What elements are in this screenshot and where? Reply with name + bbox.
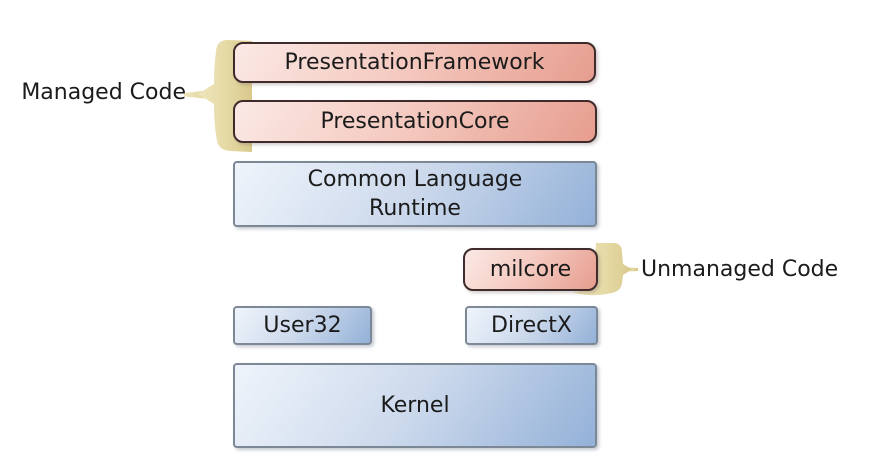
managed-code-label: Managed Code <box>21 80 186 105</box>
directx-box: DirectX <box>465 306 598 345</box>
user32-box: User32 <box>233 306 372 345</box>
presentation-framework-box: PresentationFramework <box>233 42 596 83</box>
common-language-runtime-box: Common Language Runtime <box>233 161 597 227</box>
milcore-box: milcore <box>463 248 598 291</box>
kernel-box: Kernel <box>233 363 597 448</box>
presentation-core-box: PresentationCore <box>233 100 597 143</box>
unmanaged-code-label: Unmanaged Code <box>641 257 839 282</box>
unmanaged-code-brace-icon <box>572 243 638 296</box>
